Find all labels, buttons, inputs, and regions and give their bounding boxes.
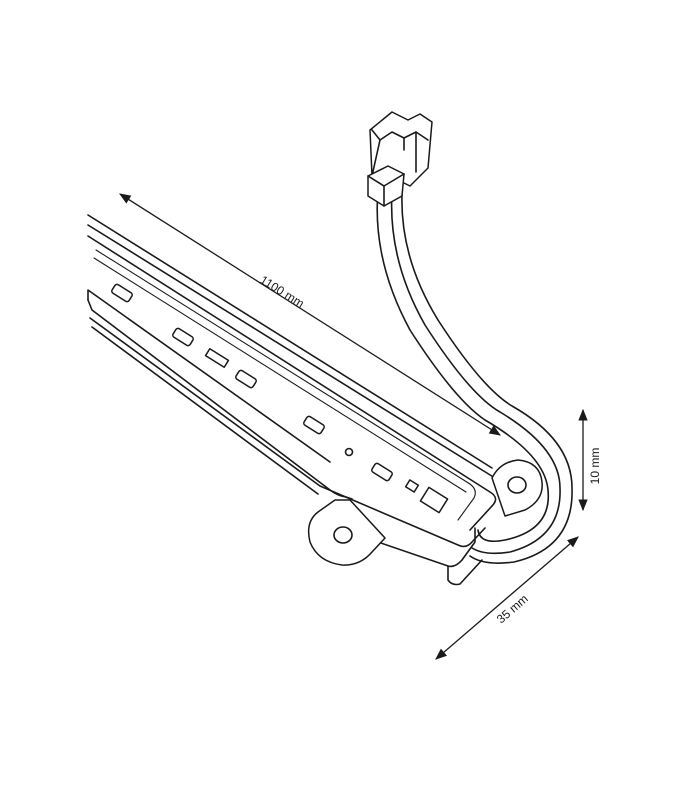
led-chip: [172, 327, 194, 347]
led-chip: [235, 369, 257, 389]
power-cable: [376, 189, 573, 564]
cable-connector: [367, 111, 433, 207]
mounting-tab-right: [491, 459, 543, 517]
resistor: [204, 348, 230, 368]
dimension-length: 1100 mm: [119, 193, 501, 436]
solder-point: [344, 447, 354, 457]
mounting-hole-left: [333, 526, 353, 544]
led-chip: [111, 283, 133, 303]
led-chip: [303, 415, 325, 435]
width-label: 35 mm: [494, 592, 531, 627]
aluminium-profile: [87, 214, 497, 586]
connector-pad: [419, 486, 449, 514]
led-chips: [111, 283, 449, 514]
height-label: 10 mm: [588, 448, 602, 485]
length-label: 1100 mm: [258, 273, 307, 311]
mounting-hole-right: [507, 476, 527, 494]
mounting-tab-left: [307, 499, 386, 566]
width-arrow: [435, 536, 579, 660]
led-chip: [371, 462, 393, 482]
length-arrow: [119, 193, 501, 436]
dimension-height: 10 mm: [578, 408, 602, 512]
dimension-width: 35 mm: [435, 536, 579, 660]
small-component: [404, 479, 420, 493]
